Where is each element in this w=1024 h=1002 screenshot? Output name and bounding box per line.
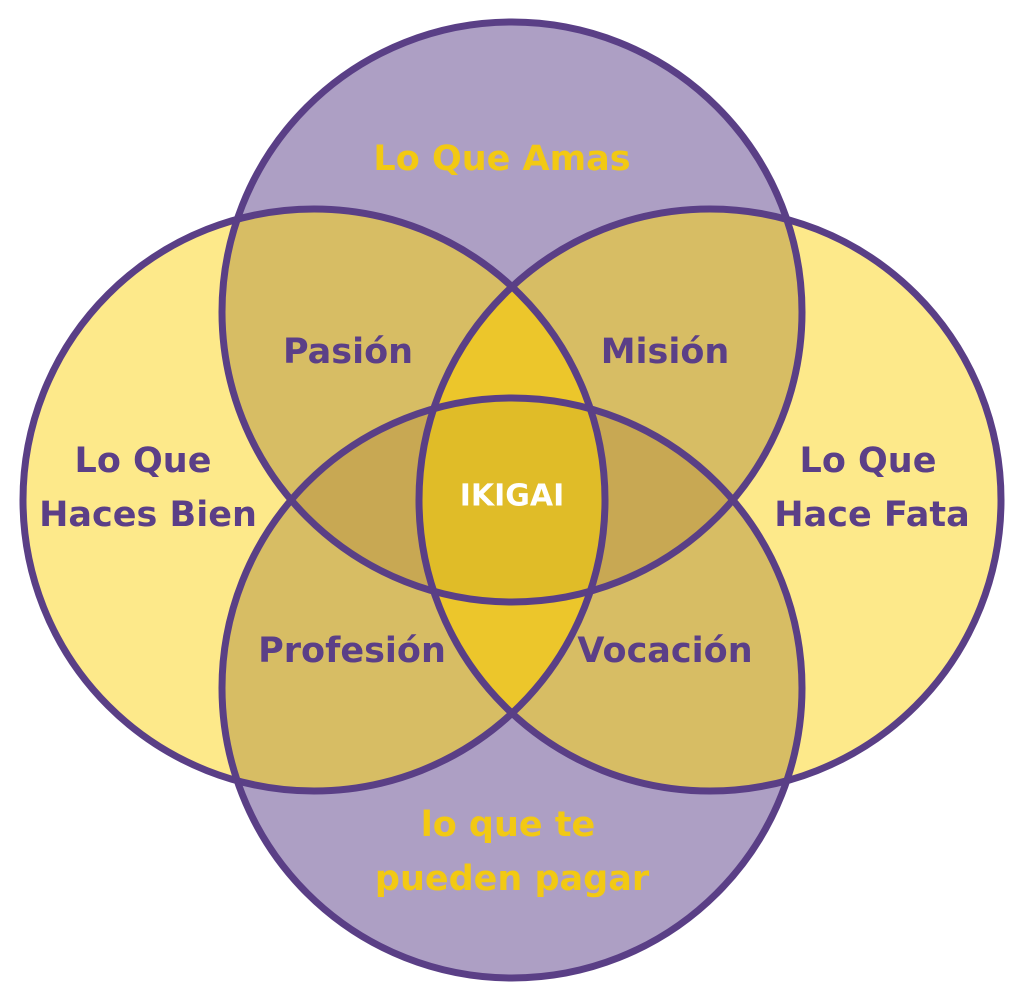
- label-ikigai: IKIGAI: [460, 479, 565, 514]
- overlap-top-bottom: [222, 398, 802, 602]
- label-top-circle: Lo Que Amas: [373, 139, 630, 179]
- label-mision: Misión: [601, 332, 730, 372]
- circle-bottom-outline: [218, 394, 806, 982]
- label-vocacion: Vocación: [577, 631, 752, 671]
- label-profesion: Profesión: [258, 631, 446, 671]
- label-left-circle: Lo Que: [75, 441, 212, 481]
- label-left-line-2: Haces Bien: [39, 495, 257, 535]
- circle-top-outline: [218, 18, 806, 606]
- label-right-line-1: Lo Que: [800, 441, 937, 481]
- label-pasion: Pasión: [283, 332, 413, 372]
- circle-left-outline: [19, 205, 609, 795]
- circle-right-outline: [415, 205, 1005, 795]
- label-bottom-line-1: lo que te: [421, 805, 596, 845]
- label-right-circle-2: Hace Fata: [774, 495, 969, 535]
- label-bottom-line-2: pueden pagar: [375, 859, 650, 899]
- label-right-circle: Lo Que: [800, 441, 937, 481]
- label-left-circle-2: Haces Bien: [39, 495, 257, 535]
- label-right-line-2: Hace Fata: [774, 495, 969, 535]
- label-left-line-1: Lo Que: [75, 441, 212, 481]
